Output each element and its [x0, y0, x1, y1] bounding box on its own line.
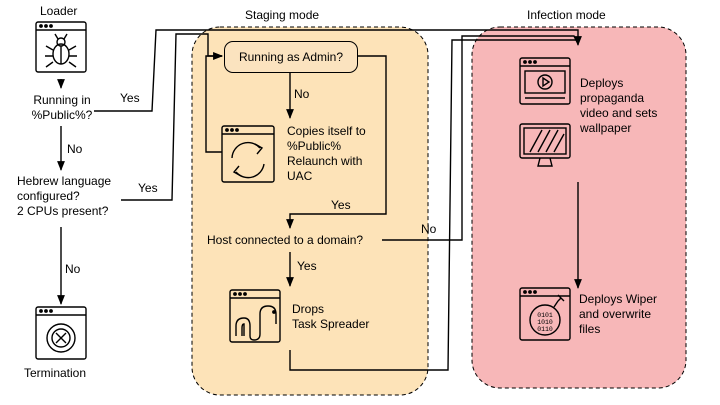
running-as-admin-box: Running as Admin? — [224, 41, 358, 73]
hebrew-check-label: Hebrew language configured? 2 CPUs prese… — [17, 174, 112, 218]
yes-label-admin: Yes — [331, 198, 351, 212]
edge-public-yes — [94, 29, 582, 112]
no-label-hebrew: No — [65, 262, 81, 276]
svg-text:1010: 1010 — [537, 319, 553, 326]
staging-mode-title: Staging mode — [245, 8, 320, 22]
refresh-window-icon — [221, 125, 275, 183]
no-label-public: No — [67, 142, 83, 156]
no-label-admin: No — [294, 87, 310, 101]
video-window-icon — [519, 57, 571, 105]
bug-window-icon — [35, 21, 87, 73]
copies-relaunch-label: Copies itself to %Public% Relaunch with … — [287, 124, 366, 183]
x-circle-window-icon — [35, 306, 87, 360]
svg-text:0110: 0110 — [537, 326, 553, 333]
edge-relaunch-loop — [205, 52, 223, 153]
yes-label-domain: Yes — [297, 259, 317, 273]
monitor-icon — [519, 123, 571, 167]
edge-admin-yes — [286, 55, 387, 229]
running-as-admin-label: Running as Admin? — [238, 50, 344, 64]
infection-mode-panel — [471, 26, 687, 389]
termination-title: Termination — [24, 366, 87, 380]
host-domain-label: Host connected to a domain? — [207, 233, 364, 247]
running-in-public-label: Running in %Public%? — [31, 93, 93, 122]
worm-window-icon — [229, 289, 281, 343]
staging-mode-panel — [191, 26, 429, 396]
bomb-binary-icon: 0101 1010 0110 — [519, 287, 571, 341]
svg-text:0101: 0101 — [537, 312, 553, 319]
no-label-domain: No — [421, 222, 437, 236]
drops-spreader-label: Drops Task Spreader — [292, 302, 370, 331]
yes-label-hebrew: Yes — [138, 181, 158, 195]
edge-drops-to-infection — [289, 39, 578, 371]
infection-mode-title: Infection mode — [527, 8, 606, 22]
deploys-video-label: Deploys propaganda video and sets wallpa… — [580, 76, 658, 135]
connectors — [57, 29, 582, 371]
loader-title: Loader — [40, 4, 78, 18]
deploys-wiper-label: Deploys Wiper and overwrite files — [579, 292, 658, 336]
edge-domain-no — [382, 35, 579, 241]
yes-label-public: Yes — [120, 91, 140, 105]
